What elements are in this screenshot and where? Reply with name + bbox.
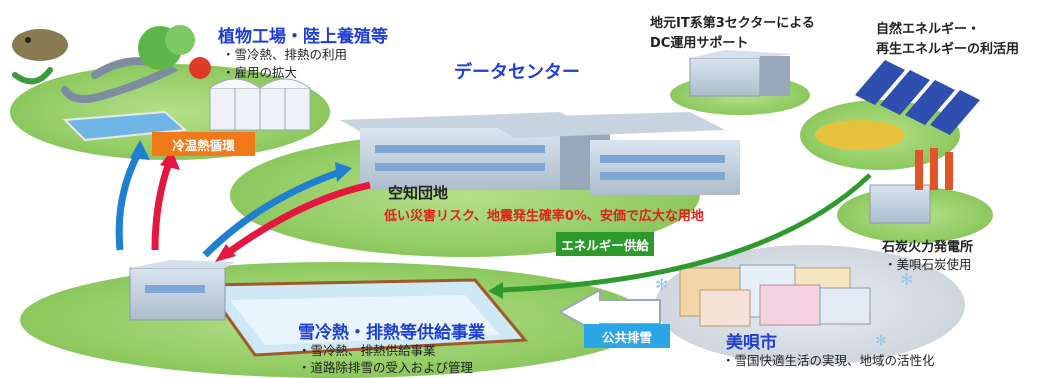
coal-plant-bullet: ・美唄石炭使用 bbox=[884, 257, 972, 272]
tomato-icon bbox=[189, 57, 211, 79]
plant-farm-title: 植物工場・陸上養殖等 bbox=[218, 27, 388, 47]
energy-line-2: 再生エネルギーの利活用 bbox=[876, 42, 1020, 57]
vacant-land-desc: 低い災害リスク、地震発生確率0%、安価で広大な用地 bbox=[384, 209, 704, 224]
local-it-line-1: 地元IT系第3セクターによる bbox=[650, 16, 815, 31]
blue-arrow-right bbox=[202, 168, 342, 258]
local-it-line-2: DC運用サポート bbox=[650, 36, 749, 51]
plant-farm-bullet-2: ・雇用の拡大 bbox=[222, 65, 298, 80]
energy-line-1: 自然エネルギー・ bbox=[876, 22, 981, 37]
green-energy-arrow bbox=[499, 173, 872, 293]
rapeseed-field bbox=[815, 120, 905, 150]
red-arrow-left bbox=[222, 181, 371, 258]
plant-farm-bullet-1: ・雪冷熱、排熱の利用 bbox=[222, 47, 348, 62]
coal-plant-building bbox=[869, 148, 953, 224]
cooling-cycle-tag: 冷温熱循環 bbox=[152, 132, 255, 156]
datacenter-title: データセンター bbox=[454, 62, 580, 83]
bibai-city-title: 美唄市 bbox=[726, 333, 777, 353]
beans-icon bbox=[12, 67, 53, 85]
vacant-land-name: 空知団地 bbox=[388, 184, 449, 202]
snow-facility-building bbox=[129, 260, 235, 321]
snow-business-title: 雪冷熱・排熱等供給事業 bbox=[298, 323, 485, 343]
solar-panels-icon bbox=[855, 60, 980, 135]
red-arrow-up bbox=[151, 158, 174, 251]
snow-business-bullet-1: ・雪冷熱、排熱供給事業 bbox=[298, 343, 436, 358]
snowflake-icon: ✻ bbox=[900, 270, 913, 289]
it-office-building bbox=[689, 50, 795, 97]
bibai-city-bullet: ・雪国快適生活の実現、地域の活性化 bbox=[722, 353, 935, 368]
energy-supply-tag: エネルギー供給 bbox=[556, 232, 654, 256]
datacenter-buildings bbox=[340, 112, 740, 195]
coal-plant-title: 石炭火力発電所 bbox=[882, 240, 974, 255]
eel-icon bbox=[61, 57, 179, 103]
snow-business-bullet-2: ・道路除排雪の受入および管理 bbox=[298, 360, 474, 375]
snowflake-icon: ✻ bbox=[655, 275, 668, 294]
city-buildings bbox=[679, 264, 871, 327]
snowflake-icon: ✻ bbox=[875, 333, 887, 349]
public-snow-tag: 公共排雪 bbox=[584, 324, 670, 348]
blue-arrow-up bbox=[115, 148, 144, 251]
flatfish-icon bbox=[12, 29, 68, 61]
